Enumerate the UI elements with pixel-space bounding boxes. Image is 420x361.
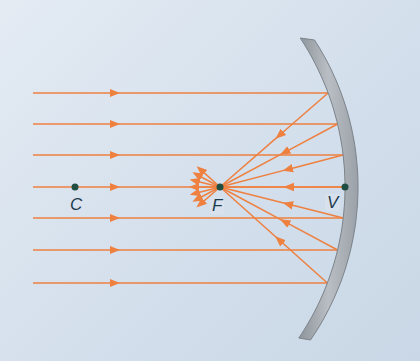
point-label: F (210, 197, 224, 214)
ray-segment (288, 155, 343, 169)
ray-segment (279, 240, 327, 283)
ray-segment (279, 93, 328, 135)
vertex-point (342, 184, 349, 191)
ray-segment (33, 123, 115, 125)
ray-segment (220, 150, 288, 187)
ray-segment (220, 186, 293, 188)
ray-segment (220, 168, 292, 187)
ray-segment (110, 92, 328, 94)
point-label: V (325, 194, 340, 211)
ray-segment (110, 186, 345, 188)
ray-segment (220, 187, 282, 242)
ray-segment (110, 123, 338, 125)
light-rays (33, 93, 345, 283)
ray-segment (285, 222, 338, 250)
center-point (72, 184, 79, 191)
ray-segment (201, 170, 220, 187)
ray-segment (110, 249, 338, 251)
ray-segment (289, 186, 345, 188)
ray-segment (195, 187, 220, 194)
mirror (299, 38, 358, 340)
ray-segment (33, 282, 115, 284)
ray-segment (33, 92, 115, 94)
ray-segment (110, 282, 327, 284)
ray-segment (33, 154, 115, 156)
focal-point (217, 184, 224, 191)
point-label: C (68, 196, 84, 213)
ray-segment (33, 249, 115, 251)
ray-segment (285, 124, 338, 152)
ray-segment (110, 154, 343, 156)
ray-segment (33, 217, 115, 219)
ray-segment (110, 217, 343, 219)
